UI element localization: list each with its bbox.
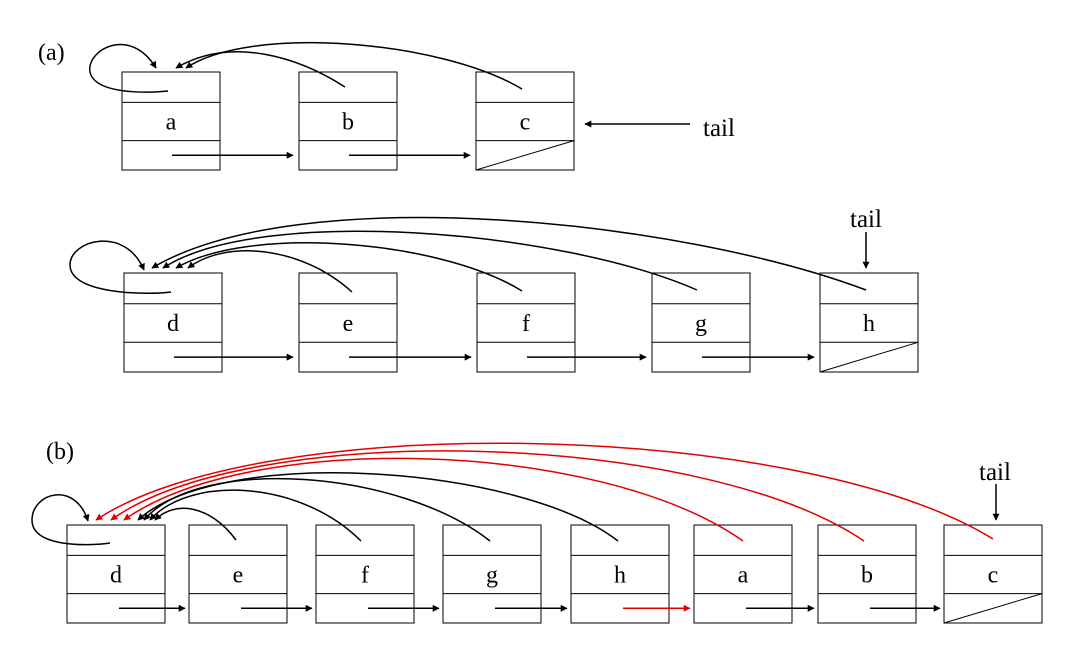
node-b-g-box	[442, 524, 542, 624]
node-a-f: f	[476, 272, 576, 373]
node-b-f-box	[315, 524, 415, 624]
node-a-g-label: g	[695, 311, 707, 337]
head-arrow-a-h	[151, 216, 867, 291]
node-b-c-box	[943, 524, 1043, 624]
node-a-f-box	[476, 272, 576, 373]
node-a-c: c	[475, 71, 575, 171]
head-arrow-b-f	[149, 489, 362, 542]
node-b-b: b	[817, 524, 917, 624]
node-a-h-label: h	[863, 311, 875, 337]
head-arrow-b-b	[110, 450, 865, 542]
node-a-f-label: f	[522, 311, 530, 337]
node-a-d-label: d	[167, 311, 179, 337]
node-b-a: a	[693, 524, 793, 624]
head-arrow-a-f	[175, 242, 523, 292]
tail-label-list2: tail	[850, 206, 882, 233]
head-arrow-b-c	[95, 442, 994, 540]
head-arrow-a-e	[187, 250, 353, 293]
node-a-e-box	[298, 272, 398, 373]
node-b-f: f	[315, 524, 415, 624]
part-a-label: (a)	[38, 40, 65, 66]
arrows-layer	[31, 41, 1000, 612]
node-b-c-label: c	[988, 562, 999, 588]
node-b-e: e	[188, 524, 288, 624]
node-b-d-label: d	[110, 562, 122, 588]
nodes-layer: a b c d e f g h d e f g h a b c	[66, 71, 1043, 624]
head-arrow-b-h	[137, 472, 619, 542]
node-b-a-box	[693, 524, 793, 624]
tail-label-list1: tail	[703, 115, 735, 142]
node-a-a: a	[121, 71, 221, 171]
head-arrow-b-d	[31, 494, 111, 546]
node-a-c-box	[475, 71, 575, 171]
node-a-d: d	[123, 272, 223, 373]
node-b-b-label: b	[861, 562, 873, 588]
node-a-c-null-slash	[475, 140, 575, 171]
node-a-a-label: a	[166, 109, 177, 135]
head-arrow-a-d	[69, 240, 172, 295]
node-a-g-box	[651, 272, 751, 373]
node-b-c-null-slash	[943, 593, 1043, 624]
node-b-g-label: g	[486, 562, 498, 588]
node-b-d: d	[66, 524, 166, 624]
node-a-b-label: b	[342, 109, 354, 135]
node-b-e-label: e	[233, 562, 244, 588]
node-b-f-label: f	[361, 562, 369, 588]
node-b-b-box	[817, 524, 917, 624]
head-arrow-a-b	[175, 51, 346, 88]
node-b-a-label: a	[738, 562, 749, 588]
node-b-g: g	[442, 524, 542, 624]
node-a-a-box	[121, 71, 221, 171]
head-arrow-b-a	[123, 457, 744, 542]
node-a-h-null-slash	[819, 341, 919, 373]
tail-label-merged: tail	[979, 459, 1011, 486]
node-a-e: e	[298, 272, 398, 373]
head-arrow-a-a	[89, 43, 169, 93]
head-arrow-a-g	[162, 230, 698, 291]
part-b-label: (b)	[46, 439, 74, 465]
node-b-h: h	[570, 524, 670, 624]
node-b-h-label: h	[614, 562, 626, 588]
node-a-c-label: c	[520, 109, 531, 135]
node-a-b-box	[298, 71, 398, 171]
head-arrow-a-c	[185, 41, 523, 90]
node-a-h-box	[819, 272, 919, 373]
node-a-b: b	[298, 71, 398, 171]
node-a-d-box	[123, 272, 223, 373]
head-arrow-b-e	[154, 507, 237, 541]
node-b-d-box	[66, 524, 166, 624]
node-a-g: g	[651, 272, 751, 373]
node-b-h-box	[570, 524, 670, 624]
node-a-h: h	[819, 272, 919, 373]
node-b-e-box	[188, 524, 288, 624]
node-b-c: c	[943, 524, 1043, 624]
node-a-e-label: e	[343, 311, 354, 337]
